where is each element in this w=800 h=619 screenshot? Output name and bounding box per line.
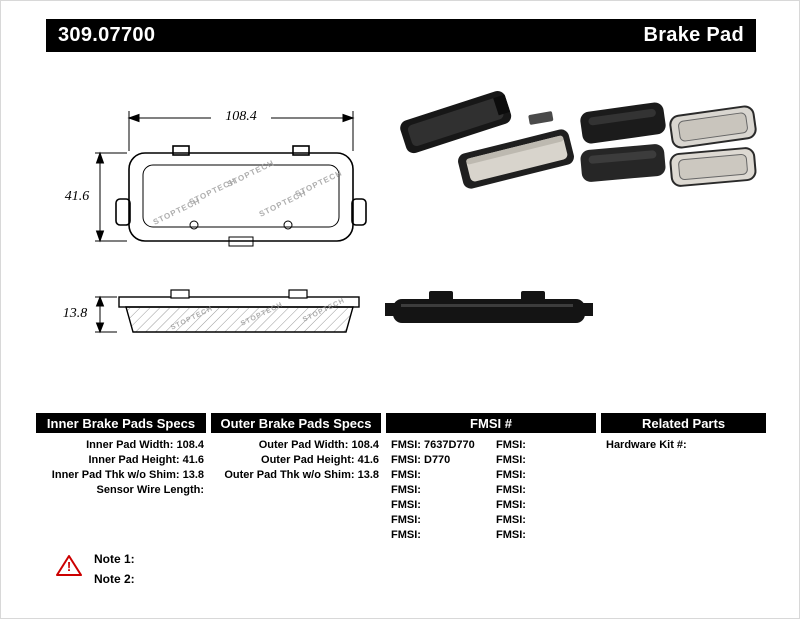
- product-photo-pads-angled: [400, 90, 574, 189]
- dim-width-label: 108.4: [213, 109, 269, 125]
- fmsi-row: FMSI:: [496, 469, 526, 481]
- outer-specs-column: Outer Pad Width: 108.4 Outer Pad Height:…: [211, 438, 379, 483]
- product-type-title: Brake Pad: [643, 24, 744, 46]
- title-bar: 309.07700 Brake Pad: [46, 19, 756, 52]
- spec-row: Outer Pad Thk w/o Shim: 13.8: [224, 469, 379, 481]
- spec-row: Hardware Kit #:: [606, 439, 687, 451]
- fmsi-row: FMSI:: [496, 514, 526, 526]
- fmsi-row: FMSI: 7637D770: [391, 439, 475, 451]
- spec-row: Sensor Wire Length:: [96, 484, 204, 496]
- related-parts-header: Related Parts: [601, 413, 766, 433]
- part-number: 309.07700: [58, 24, 156, 46]
- warning-exclamation-icon: !: [66, 559, 72, 574]
- fmsi-row: FMSI: D770: [391, 454, 451, 466]
- dim-height-label: 41.6: [59, 189, 95, 205]
- spec-row: Inner Pad Height: 41.6: [88, 454, 204, 466]
- fmsi-row: FMSI:: [496, 499, 526, 511]
- fmsi-column-right: FMSI: FMSI: FMSI: FMSI: FMSI: FMSI: FMSI…: [496, 438, 596, 543]
- spec-row: Outer Pad Width: 108.4: [258, 439, 379, 451]
- fmsi-column-left: FMSI: 7637D770 FMSI: D770 FMSI: FMSI: FM…: [391, 438, 491, 543]
- spec-row: Outer Pad Height: 41.6: [261, 454, 379, 466]
- fmsi-row: FMSI:: [496, 529, 526, 541]
- note-2: Note 2:: [94, 572, 135, 586]
- inner-specs-header: Inner Brake Pads Specs: [36, 413, 206, 433]
- fmsi-row: FMSI:: [496, 454, 526, 466]
- fmsi-row: FMSI:: [391, 484, 421, 496]
- fmsi-row: FMSI:: [496, 439, 526, 451]
- outer-specs-header: Outer Brake Pads Specs: [211, 413, 381, 433]
- front-view-drawing: [115, 145, 367, 247]
- product-photo-pad-set: [580, 102, 757, 187]
- spec-row: Inner Pad Thk w/o Shim: 13.8: [51, 469, 204, 481]
- dimension-lines: [95, 111, 355, 334]
- fmsi-row: FMSI:: [391, 514, 421, 526]
- fmsi-row: FMSI:: [496, 484, 526, 496]
- product-photo-pad-edge: [385, 291, 593, 323]
- fmsi-row: FMSI:: [391, 499, 421, 511]
- fmsi-row: FMSI:: [391, 529, 421, 541]
- inner-specs-column: Inner Pad Width: 108.4 Inner Pad Height:…: [36, 438, 204, 498]
- fmsi-header: FMSI #: [386, 413, 596, 433]
- side-view-drawing: [118, 289, 360, 333]
- related-parts-column: Hardware Kit #:: [606, 438, 761, 453]
- note-1: Note 1:: [94, 552, 135, 566]
- dim-thickness-label: 13.8: [55, 306, 95, 322]
- spec-row: Inner Pad Width: 108.4: [86, 439, 204, 451]
- warning-icon: [56, 555, 82, 576]
- fmsi-row: FMSI:: [391, 469, 421, 481]
